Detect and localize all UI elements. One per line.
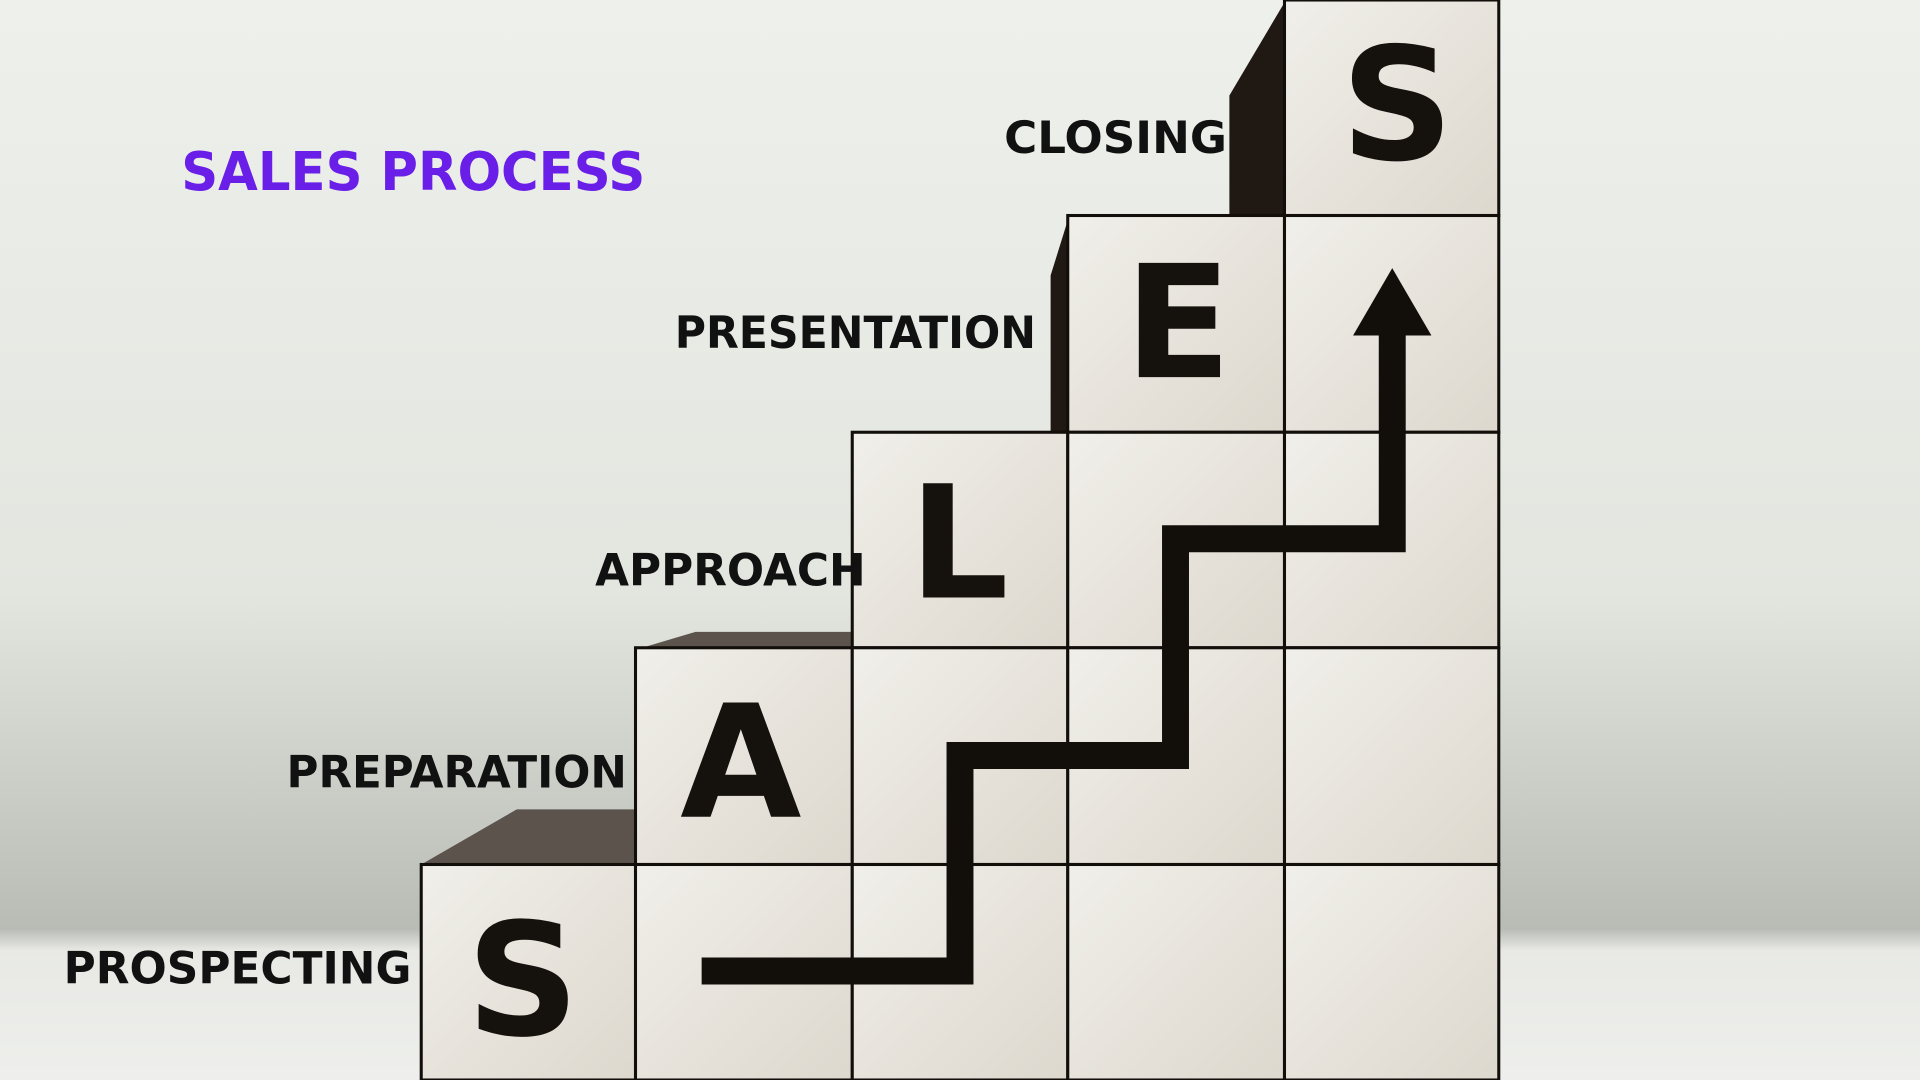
step-label-approach: APPROACH xyxy=(595,545,866,596)
arrow-head-icon xyxy=(1353,268,1432,336)
block-letter-l: L xyxy=(909,453,1009,635)
block-letter-a: A xyxy=(680,672,801,854)
cube-block xyxy=(419,862,638,1080)
step-shadow xyxy=(1229,2,1285,216)
block-letter-e: E xyxy=(1124,232,1231,414)
page-title: SALES PROCESS xyxy=(181,140,645,203)
step-label-preparation: PREPARATION xyxy=(287,747,627,798)
block-letter-s-top: S xyxy=(1341,14,1454,196)
step-label-prospecting: PROSPECTING xyxy=(64,943,412,994)
block-letter-s: S xyxy=(466,890,579,1072)
cube-block xyxy=(1282,862,1501,1080)
cube-block xyxy=(1066,862,1287,1080)
step-label-presentation: PRESENTATION xyxy=(675,308,1036,359)
step-label-closing: CLOSING xyxy=(1004,113,1227,164)
step-shadow xyxy=(421,809,636,865)
step-shadow xyxy=(637,631,853,649)
cube-block xyxy=(1066,213,1287,434)
growth-arrow-line xyxy=(701,328,1406,985)
step-shadow xyxy=(1050,220,1068,433)
cube-block xyxy=(850,430,1070,650)
cube-block xyxy=(1282,0,1501,218)
cube-block xyxy=(1282,646,1501,867)
